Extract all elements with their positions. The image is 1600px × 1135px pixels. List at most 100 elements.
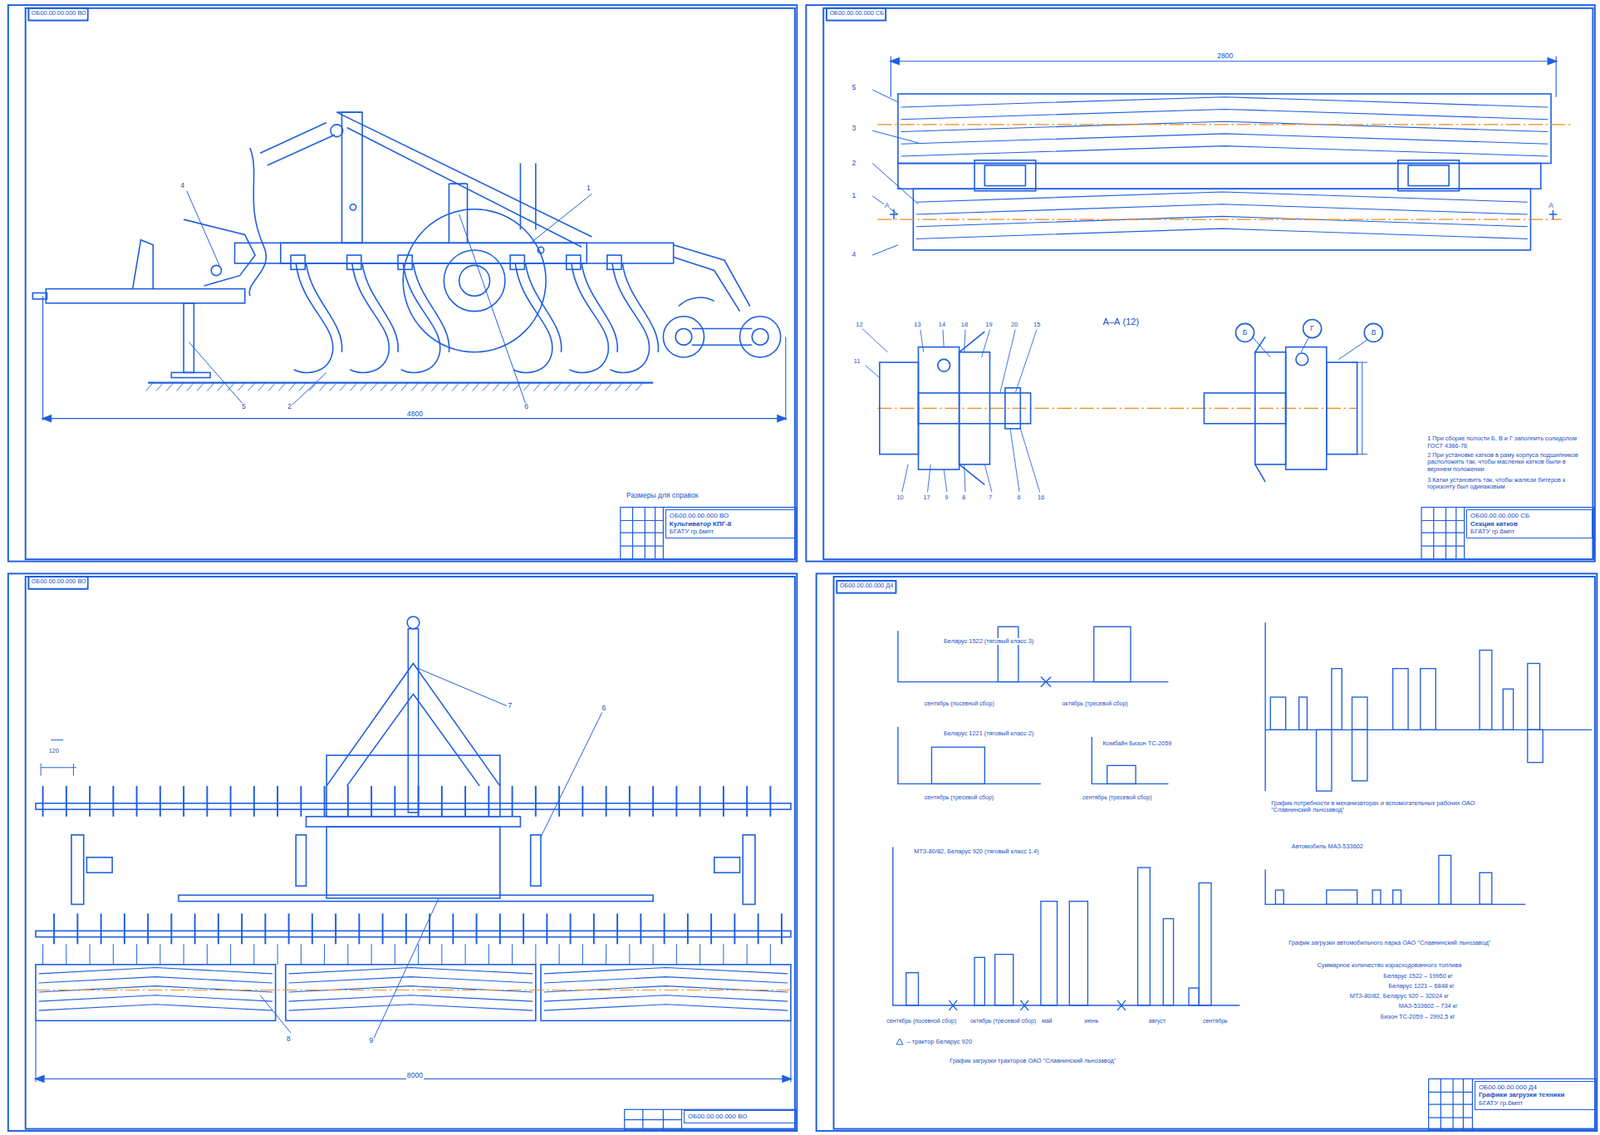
callout-number: 8000 — [406, 1071, 424, 1080]
callout-number: 4800 — [406, 410, 424, 419]
tine-link — [465, 943, 467, 965]
ground-hatch — [247, 382, 256, 392]
roller-chevron — [39, 986, 273, 992]
roller-chevron — [289, 976, 534, 983]
drawing-label: сентябрь (тресевой сбор) — [923, 794, 995, 801]
tine — [123, 912, 126, 944]
tine-link — [488, 943, 490, 965]
tine — [441, 785, 443, 817]
ground-hatch — [421, 382, 429, 392]
callout-number: Б — [1241, 328, 1249, 338]
drawing-label: 1 При сборке полости Б, В и Г заполнить … — [1426, 435, 1586, 450]
tine — [323, 785, 326, 817]
ground-hatch — [237, 382, 246, 392]
tine — [746, 785, 748, 817]
drawing-label: Комбайн Бизон ТС-2059 — [1102, 740, 1174, 747]
legend-triangle — [895, 1037, 904, 1046]
drawing-label: МТЗ-80/82, Беларус 920 – 32024 кг — [1349, 992, 1450, 1000]
tine-link — [206, 943, 208, 965]
ground-hatch — [625, 382, 634, 392]
drawing-label: 3 Катки установить так, чтобы жалюзи бит… — [1426, 476, 1586, 491]
drawing-label: 2 При установке катков в раму корпуса по… — [1426, 451, 1586, 473]
tine — [147, 912, 149, 944]
tine-link — [347, 943, 349, 965]
tine — [699, 785, 702, 817]
ground-hatch — [401, 382, 409, 392]
roller-chevron — [289, 986, 534, 992]
callout-number: 7 — [506, 701, 513, 711]
ground-hatch — [492, 382, 501, 392]
tine — [487, 785, 490, 817]
drawing-label: июнь — [1083, 1017, 1100, 1025]
drawing-label: Беларус 1522 (тяговый класс 3) — [942, 638, 1035, 645]
drawing-label: ОБ00.00.00.000 ВО — [30, 9, 88, 17]
ground-hatch — [451, 382, 460, 392]
legend-text: – трактор Беларус 920 — [906, 1037, 972, 1046]
roller-chevron — [39, 976, 273, 983]
callout-number: 6 — [523, 402, 530, 412]
drawing-label: октябрь (тресевой сбор) — [969, 1017, 1037, 1025]
ground-hatch — [635, 382, 643, 392]
tine-clamp — [290, 255, 305, 270]
tine — [358, 912, 360, 944]
ground-hatch — [217, 382, 226, 392]
drawing-label: май — [1040, 1017, 1054, 1025]
tine — [42, 785, 45, 817]
tine — [311, 912, 314, 944]
ground-hatch — [533, 382, 541, 392]
tine-clamp — [347, 255, 362, 270]
tine — [663, 912, 666, 944]
cultivator-top-view — [35, 616, 791, 1082]
callout-number: 11 — [853, 358, 862, 365]
tine — [652, 785, 654, 817]
ground-hatch — [370, 382, 378, 392]
tine — [675, 785, 678, 817]
ground-hatch — [319, 382, 327, 392]
roller-chevron — [39, 967, 273, 974]
ground-hatch — [523, 382, 531, 392]
drawing-label: Беларус 1221 – 6848 кг — [1388, 982, 1456, 990]
drawing-label: ОБ00.00.00.000 СБ — [828, 9, 885, 17]
drawing-label: сентябрь (тресевой сбор) — [1081, 794, 1153, 801]
drawing-label: График потребности в механизаторах и всп… — [1270, 800, 1517, 815]
drawing-label: Суммарное количество израсходованного то… — [1316, 961, 1463, 969]
callout-number: 20 — [1010, 321, 1019, 329]
tine — [100, 912, 103, 944]
ground-hatch — [227, 382, 236, 392]
tine — [264, 912, 266, 944]
tine — [605, 785, 608, 817]
tine — [170, 912, 172, 944]
tine-link — [417, 943, 419, 965]
tine — [451, 912, 454, 944]
ground-hatch — [604, 382, 613, 392]
tine — [710, 912, 712, 944]
ground-hatch — [554, 382, 562, 392]
callout-number: 6 — [1015, 494, 1021, 501]
tine — [65, 785, 68, 817]
ground-hatch — [186, 382, 195, 392]
tine — [610, 263, 650, 373]
title-text: Секция катков — [1470, 520, 1589, 529]
callout-number: 16 — [1036, 494, 1046, 501]
tine-link — [183, 943, 185, 965]
roller-chevron — [901, 97, 1549, 108]
tine-link — [652, 943, 654, 965]
tine-link — [89, 943, 91, 965]
callout-number: A — [1547, 201, 1555, 211]
drawing-label: МАЗ-533602 – 734 кг — [1398, 1002, 1459, 1010]
ground-hatch — [380, 382, 388, 392]
ground-hatch — [329, 382, 338, 392]
drawing-label: Автомобиль МАЗ-533602 — [1290, 843, 1365, 850]
roller-chevron — [916, 204, 1528, 215]
tine-link — [230, 943, 231, 965]
tine — [616, 912, 619, 944]
callout-number: Г — [1309, 324, 1316, 334]
callout-number: 120 — [48, 747, 60, 755]
tine — [581, 785, 584, 817]
tine — [417, 785, 420, 817]
ground-hatch — [146, 382, 154, 392]
callout-number: 8 — [285, 1035, 292, 1044]
tine — [294, 263, 334, 373]
ground-hatch — [461, 382, 470, 392]
